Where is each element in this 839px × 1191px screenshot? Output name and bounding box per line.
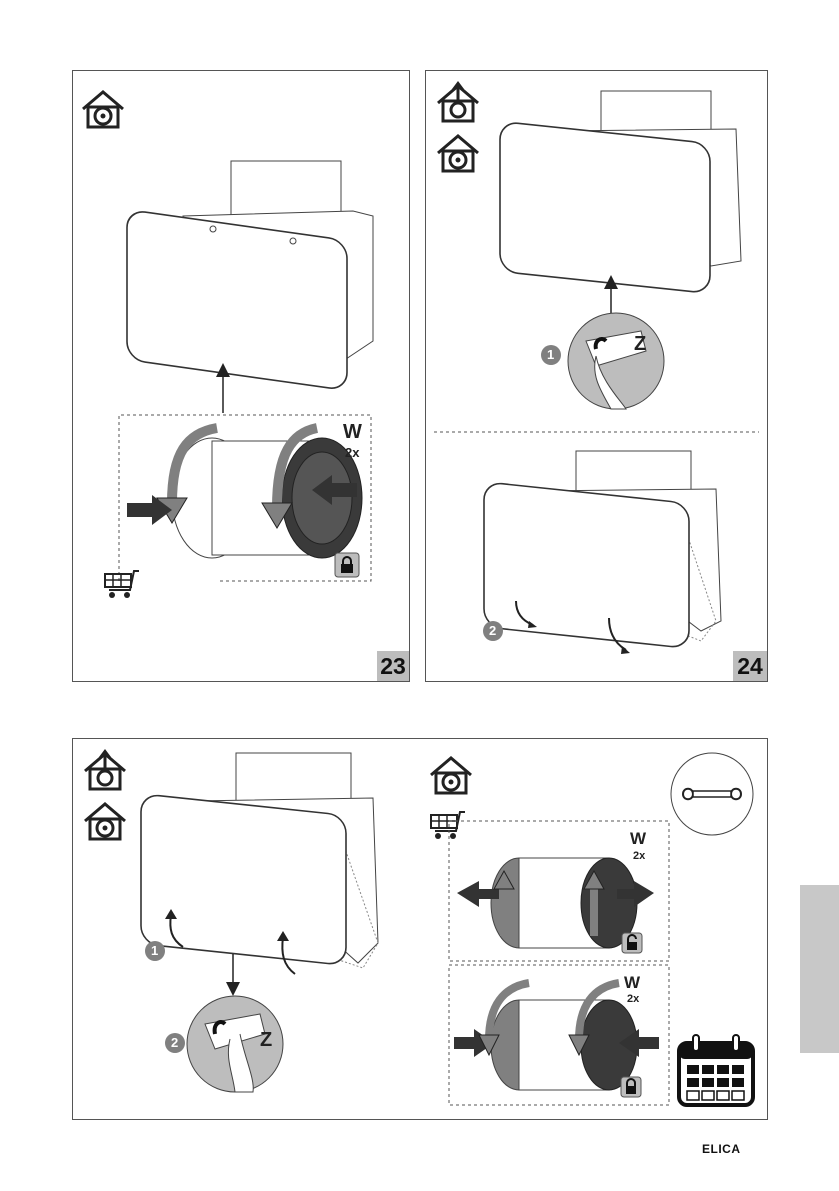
- step-1-label: 1: [547, 347, 554, 362]
- step-2-label: 2: [489, 623, 496, 638]
- padlock-locked-icon: [335, 553, 359, 577]
- label-z: Z: [634, 333, 646, 356]
- panel-bottom: 1 Z 2: [72, 738, 768, 1120]
- up-arrow-icon: [601, 275, 621, 315]
- step-2-label: 2: [171, 1035, 178, 1050]
- down-curve-arrow-icon: [511, 599, 541, 629]
- label-w-top: W: [630, 829, 646, 849]
- label-2x-top: 2x: [633, 850, 645, 862]
- label-2x-bottom: 2x: [627, 993, 639, 1005]
- padlock-unlocked-icon: [622, 933, 642, 953]
- down-curve-arrow-icon: [604, 616, 634, 656]
- shopping-cart-icon: [103, 568, 141, 600]
- hood-illustration: [123, 161, 373, 381]
- down-arrow-icon: [223, 954, 243, 996]
- house-recirculation-icon: [81, 89, 125, 129]
- page-number-24: 24: [733, 651, 767, 681]
- brand-logo: ELICA: [702, 1142, 741, 1156]
- hood-illustration: [496, 91, 746, 301]
- side-tab: [800, 885, 839, 1053]
- house-recirculation-icon: [436, 133, 480, 173]
- page-number-23: 23: [377, 651, 409, 681]
- up-curve-arrow-icon: [161, 909, 191, 949]
- label-z: Z: [260, 1029, 272, 1052]
- step-1-label: 1: [151, 943, 158, 958]
- label-w-bottom: W: [624, 973, 640, 993]
- label-w: W: [343, 421, 362, 444]
- panel-24: Z 1 2 24: [425, 70, 768, 682]
- calendar-icon: [677, 1033, 755, 1107]
- panel-23: W 2x 23: [72, 70, 410, 682]
- hand-detail-circle: [566, 311, 666, 411]
- house-extraction-icon: [436, 81, 480, 123]
- padlock-locked-icon: [621, 1077, 641, 1097]
- house-recirculation-icon: [429, 755, 473, 795]
- dashed-separator: [434, 431, 759, 433]
- label-2x: 2x: [345, 445, 359, 460]
- up-curve-arrow-icon: [273, 931, 303, 976]
- house-recirculation-icon: [83, 801, 127, 841]
- wrench-icon: [669, 751, 755, 837]
- up-arrow-icon: [213, 363, 233, 413]
- house-extraction-icon: [83, 749, 127, 791]
